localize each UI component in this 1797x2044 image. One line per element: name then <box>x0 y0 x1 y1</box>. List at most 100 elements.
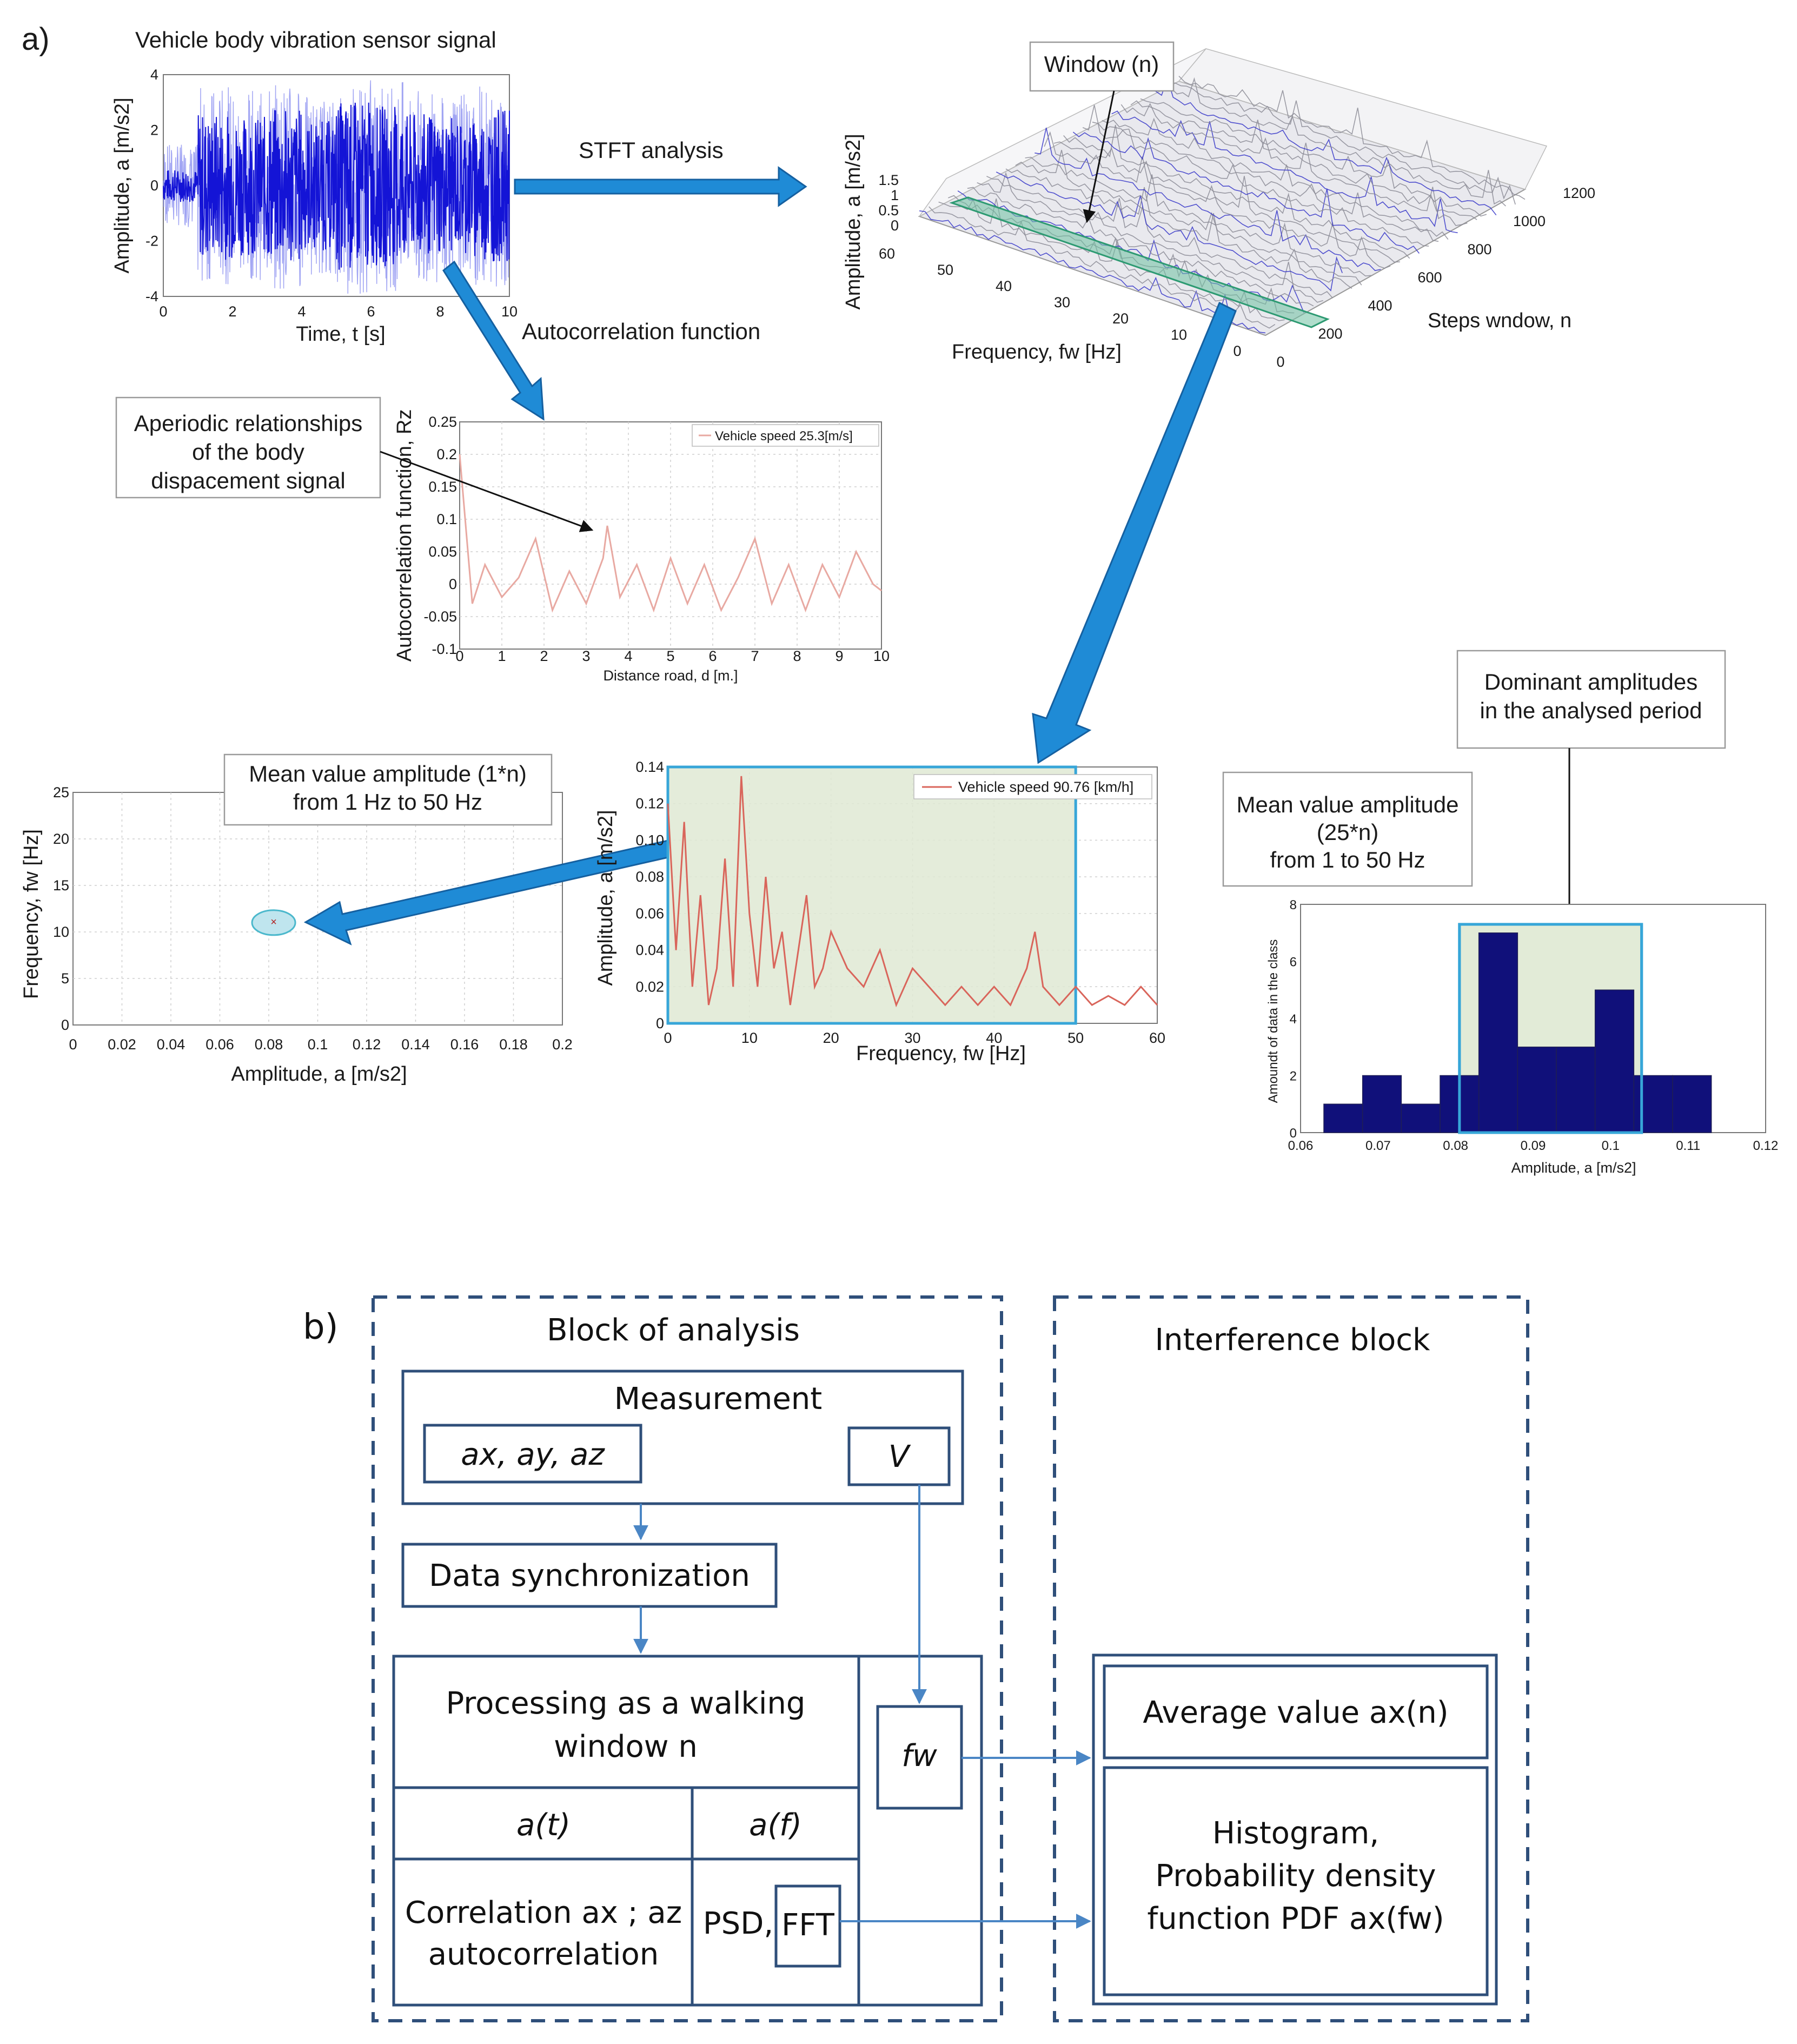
histogram-box <box>1103 1766 1489 1996</box>
time-signal-trace <box>163 80 510 294</box>
histogram-bar <box>1633 1075 1673 1133</box>
mean-25n-line-3: from 1 to 50 Hz <box>1270 847 1425 872</box>
velocity-label: V <box>888 1439 911 1474</box>
stft-ridge-line <box>1159 77 1506 207</box>
scatter-plot-area <box>72 792 563 1026</box>
scatter-ytick-1: 20 <box>53 831 69 847</box>
autocorr-xtick-8: 8 <box>793 648 801 664</box>
scatter-xtick-10: 0.2 <box>552 1036 573 1053</box>
stft-ridge-line <box>1102 117 1449 240</box>
stft-stick-4: 800 <box>1467 241 1491 257</box>
autocorr-xtick-6: 6 <box>708 648 717 664</box>
stft-ridge-line <box>1015 150 1362 286</box>
histogram-line-2: Probability density <box>1155 1858 1436 1894</box>
stft-3d-chart: Window (n) 1.510.50 Amplitude, a [m/s2] … <box>842 41 1595 370</box>
stft-ridge-line <box>967 187 1314 307</box>
scatter-xtick-6: 0.12 <box>353 1036 381 1053</box>
stft-ridge-line <box>919 210 1266 334</box>
histogram-bar <box>1401 1103 1441 1133</box>
histogram-bar <box>1517 1047 1557 1133</box>
scatter-xtick-2: 0.04 <box>157 1036 185 1053</box>
stft-ridge-line <box>986 176 1334 299</box>
stft-ztick-1: 1 <box>891 187 899 203</box>
stft-ftick-1: 50 <box>937 262 953 278</box>
psd-label: PSD, <box>703 1906 773 1941</box>
accel-box <box>423 1424 642 1484</box>
correlation-line-2: autocorrelation <box>428 1937 659 1972</box>
spectrum-xtick-3: 30 <box>904 1030 920 1046</box>
stft-stick-1: 200 <box>1318 326 1342 342</box>
autocorr-xtick-2: 2 <box>540 648 548 664</box>
spectrum-xlabel: Frequency, fw [Hz] <box>856 1042 1026 1065</box>
scatter-xtick-9: 0.18 <box>499 1036 528 1053</box>
scatter-cluster-ellipse <box>251 909 296 936</box>
histogram-ytick-1: 6 <box>1290 955 1297 970</box>
autocorr-xtick-9: 9 <box>835 648 843 664</box>
histogram-line-1: Histogram, <box>1212 1816 1379 1851</box>
scatter-xtick-4: 0.08 <box>255 1036 283 1053</box>
time-signal-xtick-2: 4 <box>297 303 306 320</box>
window-n-callout <box>1029 41 1175 92</box>
mean-25n-line-2: (25*n) <box>1317 819 1378 845</box>
autocorr-xtick-3: 3 <box>582 648 590 664</box>
stft-ridge-line <box>1082 104 1429 247</box>
histogram-window-outline <box>1458 923 1643 1134</box>
spectrum-analysed-window <box>666 765 1077 1025</box>
spectrum-legend-text: Vehicle speed 90.76 [km/h] <box>958 779 1133 795</box>
scatter-xtick-8: 0.16 <box>450 1036 479 1053</box>
stft-ftick-2: 40 <box>996 278 1012 294</box>
autocorr-xtick-0: 0 <box>455 648 463 664</box>
time-signal-ytick-3: -2 <box>145 233 158 249</box>
fft-box <box>774 1884 841 1968</box>
stft-ztick-3: 0 <box>891 217 899 234</box>
stft-analysis-arrow: STFT analysis <box>514 137 807 207</box>
stft-ftick-3: 30 <box>1054 294 1070 310</box>
scatter-ytick-5: 0 <box>61 1017 69 1033</box>
time-signal-ytick-4: -4 <box>145 288 158 305</box>
histogram-xtick-2: 0.08 <box>1443 1139 1468 1153</box>
spectrum-ytick-7: 0 <box>656 1015 664 1031</box>
histogram-bar <box>1478 932 1519 1133</box>
scatter-xtick-7: 0.14 <box>401 1036 430 1053</box>
time-signal-xtick-3: 6 <box>367 303 375 320</box>
histogram-bar <box>1323 1103 1363 1133</box>
stft-freq-label: Frequency, fw [Hz] <box>952 341 1122 363</box>
time-signal-ylabel: Amplitude, a [m/s2] <box>111 97 134 273</box>
fw-label: fw <box>901 1738 937 1774</box>
spectrum-xtick-5: 50 <box>1067 1030 1084 1046</box>
dominant-callout <box>1456 650 1726 749</box>
spectrum-legend <box>913 774 1152 799</box>
time-signal-xlabel: Time, t [s] <box>296 323 385 346</box>
analysis-block-border <box>372 1295 1003 2022</box>
interference-outer-box <box>1092 1653 1498 2006</box>
dominant-line-2: in the analysed period <box>1480 698 1702 723</box>
stft-ztick-0: 1.5 <box>878 172 899 188</box>
histogram-ytick-4: 0 <box>1290 1126 1297 1141</box>
histogram-bar <box>1556 1047 1596 1133</box>
histogram-xtick-5: 0.11 <box>1676 1139 1700 1153</box>
af-label: a(f) <box>749 1808 802 1843</box>
autocorr-ytick-4: 0.05 <box>428 544 457 560</box>
autocorr-xtick-10: 10 <box>873 648 890 664</box>
stft-ftick-0: 60 <box>879 246 895 262</box>
stft-steps-label: Steps wndow, n <box>1428 309 1571 332</box>
scatter-ytick-3: 10 <box>53 924 69 940</box>
stft-ridge-line <box>1150 77 1497 216</box>
autocorr-ytick-2: 0.15 <box>428 479 457 495</box>
time-signal-xtick-0: 0 <box>159 303 167 320</box>
scatter-xtick-1: 0.02 <box>108 1036 136 1053</box>
spectrum-ytick-5: 0.04 <box>635 942 664 958</box>
histogram-ytick-0: 8 <box>1290 898 1297 912</box>
spectrum-trace <box>667 776 1158 1008</box>
panel-b-diagram: b) Block of analysis Interference block … <box>303 1295 1529 2022</box>
spectrum-ytick-3: 0.08 <box>635 869 664 885</box>
scatter-point: × <box>270 916 277 928</box>
stft-stick-6: 1200 <box>1563 185 1595 201</box>
autocorr-xtick-7: 7 <box>751 648 759 664</box>
stft-ridge-line <box>1072 131 1420 254</box>
scatter-xtick-0: 0 <box>69 1036 77 1053</box>
stft-ridge-line <box>1130 100 1477 220</box>
panel-b-label: b) <box>303 1307 339 1347</box>
